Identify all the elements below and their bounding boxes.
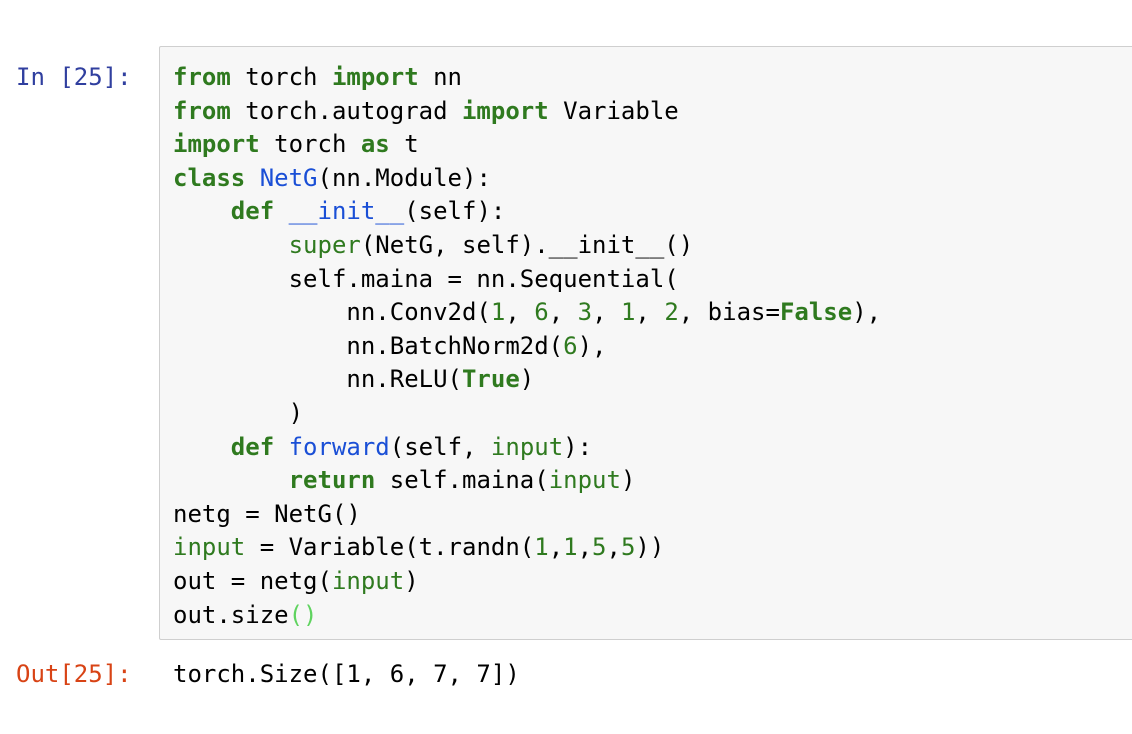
keyword-token: import: [173, 130, 260, 159]
code-text-token: ,: [548, 533, 564, 562]
code-line: out.size(): [173, 599, 881, 633]
code-text-token: torch.autograd: [230, 96, 462, 125]
code-text-token: nn.ReLU(: [173, 365, 462, 394]
code-text-token: ,: [606, 533, 621, 562]
code-line: import torch as t: [173, 128, 881, 162]
code-line: class NetG(nn.Module):: [173, 162, 881, 196]
code-text-token: (nn.Module):: [317, 163, 491, 192]
code-text-token: ),: [852, 298, 882, 327]
code-text-token: ,: [635, 298, 665, 327]
code-text-token: (self,: [389, 432, 491, 461]
code-text-token: (self):: [404, 197, 506, 226]
keyword-token: def: [230, 197, 275, 226]
code-cell-input-area[interactable]: [159, 46, 1132, 640]
code-text-token: netg = NetG(): [173, 499, 361, 528]
code-text-token: ,: [592, 298, 621, 327]
code-text-token: ),: [577, 331, 607, 360]
code-text-token: torch: [259, 130, 361, 159]
code-line: def forward(self, input):: [173, 431, 881, 465]
keyword-token: from: [173, 96, 231, 125]
code-line: from torch import nn: [173, 61, 881, 95]
code-text-token: [274, 433, 288, 461]
code-text-token: ,: [577, 533, 593, 562]
number-token: 1: [563, 533, 578, 562]
code-text-token: nn: [418, 63, 463, 91]
code-text-token: [274, 197, 288, 225]
keyword-token: def: [230, 432, 275, 461]
number-token: 3: [577, 298, 593, 327]
code-text-token: out.size: [173, 600, 289, 629]
code-line: out = netg(input): [173, 565, 881, 599]
definition-name-token: __init__: [288, 197, 405, 226]
code-line: ): [173, 397, 881, 431]
code-text-token: [173, 197, 231, 225]
number-token: 2: [664, 298, 679, 327]
keyword-token: True: [461, 365, 520, 394]
number-token: 1: [620, 298, 636, 327]
cell-output-text: torch.Size([1, 6, 7, 7]): [173, 660, 520, 688]
code-line: input = Variable(t.randn(1,1,5,5)): [173, 531, 881, 565]
code-text-token: ,: [548, 298, 578, 327]
code-line: return self.maina(input): [173, 464, 881, 498]
number-token: 5: [592, 533, 607, 562]
number-token: 6: [534, 298, 549, 327]
input-prompt: In [25]:: [16, 63, 132, 91]
code-line: nn.BatchNorm2d(6),: [173, 330, 881, 364]
code-text-token: , bias=: [678, 298, 780, 327]
code-text-token: Variable: [548, 96, 679, 125]
code-text-token: torch: [230, 63, 332, 91]
code-text-token: self.maina(: [375, 466, 549, 495]
keyword-token: from: [173, 63, 231, 91]
code-line: netg = NetG(): [173, 498, 881, 532]
code-text-token: [245, 164, 259, 192]
code-text-token: self.maina = nn.Sequential(: [173, 264, 679, 293]
code-line: self.maina = nn.Sequential(: [173, 263, 881, 297]
number-token: 5: [620, 533, 636, 562]
code-text-token: [173, 433, 231, 461]
definition-name-token: forward: [288, 432, 390, 461]
keyword-token: False: [779, 298, 853, 327]
keyword-token: class: [173, 163, 246, 192]
keyword-token: as: [360, 130, 390, 159]
builtin-token: input: [548, 466, 621, 495]
code-text-token: ): [173, 398, 304, 427]
output-prompt: Out[25]:: [16, 660, 132, 688]
code-text-token: nn.Conv2d(: [173, 298, 491, 327]
builtin-token: input: [331, 566, 405, 595]
definition-name-token: NetG: [259, 163, 318, 192]
code-text-token: [173, 231, 289, 259]
code-text-token: (NetG, self).__init__(): [360, 230, 694, 259]
code-text-token: ): [519, 365, 535, 394]
number-token: 6: [563, 331, 578, 360]
keyword-token: return: [288, 466, 376, 495]
builtin-token: super: [288, 230, 361, 259]
code-text-token: out = netg(: [173, 566, 332, 595]
code-text-token: ): [404, 566, 419, 595]
builtin-token: input: [173, 533, 246, 562]
code-text-token: = Variable(t.randn(: [245, 533, 535, 562]
code-text-token: t: [389, 130, 419, 159]
builtin-token: input: [490, 432, 564, 461]
code-text-token: ): [620, 466, 636, 495]
code-text-token: nn.BatchNorm2d(: [173, 331, 564, 360]
code-line: nn.ReLU(True): [173, 363, 881, 397]
code-line: def __init__(self):: [173, 195, 881, 229]
keyword-token: import: [331, 63, 419, 91]
code-text-token: [173, 466, 289, 494]
code-line: from torch.autograd import Variable: [173, 95, 881, 129]
matched-bracket-token: (): [288, 600, 318, 629]
keyword-token: import: [461, 96, 549, 125]
code-line: super(NetG, self).__init__(): [173, 229, 881, 263]
code-text-token: ):: [563, 432, 593, 461]
code-text-token: )): [635, 533, 665, 562]
code-text-token: ,: [505, 298, 535, 327]
code-line: nn.Conv2d(1, 6, 3, 1, 2, bias=False),: [173, 296, 881, 330]
number-token: 1: [490, 298, 506, 327]
number-token: 1: [534, 533, 549, 562]
